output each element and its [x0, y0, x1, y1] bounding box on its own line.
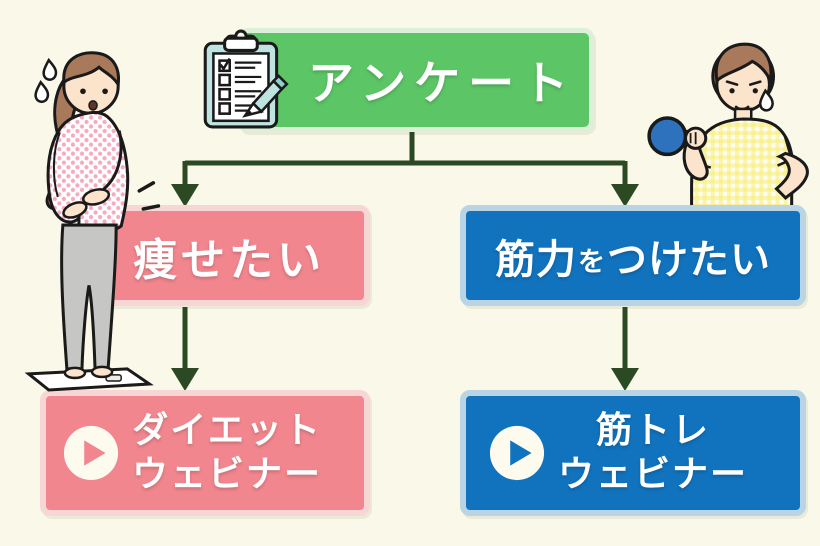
play-icon: [488, 424, 546, 482]
muscle-webinar-line1: 筋トレ: [596, 410, 711, 452]
survey-node: アンケート: [238, 28, 594, 132]
branch-build-muscle-pre: 筋力: [495, 236, 577, 283]
clipboard-checklist-icon: [203, 29, 289, 129]
survey-label: アンケート: [307, 56, 577, 110]
muscle-webinar-button[interactable]: 筋トレ ウェビナー: [460, 390, 806, 516]
diet-webinar-button[interactable]: ダイエット ウェビナー: [40, 390, 370, 516]
diet-webinar-line1: ダイエット: [132, 410, 322, 452]
man-lifting-dumbbell-illustration: [647, 42, 809, 210]
branch-lose-weight-label: 痩せたい: [133, 234, 325, 286]
diet-webinar-line2: ウェビナー: [132, 454, 323, 495]
branch-build-muscle: 筋力 を つけたい: [460, 205, 806, 306]
branch-build-muscle-post: つけたい: [607, 236, 771, 283]
play-icon: [62, 424, 120, 482]
branch-lose-weight: 痩せたい: [88, 205, 370, 306]
worried-woman-on-scale-illustration: [24, 51, 161, 392]
muscle-webinar-line2: ウェビナー: [558, 454, 749, 495]
branch-build-muscle-particle: を: [578, 246, 606, 278]
